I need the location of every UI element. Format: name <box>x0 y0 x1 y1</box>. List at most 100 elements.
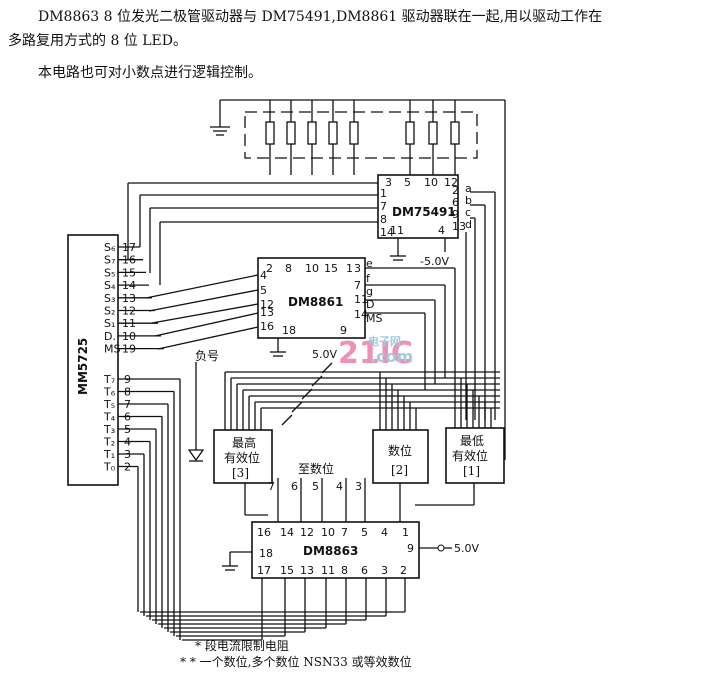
dm75491-pin: 10 <box>424 176 438 189</box>
dm8863-pin: 8 <box>341 564 348 577</box>
mm5725-top-label: S₂ <box>104 305 115 318</box>
mm5725-top-label: S₇ <box>104 254 115 267</box>
dm75491-pin: 14 <box>380 226 394 239</box>
mm5725-bottom-label: T₀ <box>103 461 116 474</box>
digit-number: 5 <box>312 480 319 493</box>
dm8861-seg-label: e <box>366 257 373 270</box>
dm8863-pin: 7 <box>341 526 348 539</box>
resistor <box>349 121 359 145</box>
resistor <box>328 121 338 145</box>
digit-box-lsd <box>445 427 505 484</box>
dm8861-pin: 12 <box>260 298 274 311</box>
negative-sign-diode <box>187 362 205 462</box>
dm75491-pin: 9 <box>452 208 459 221</box>
dm8861-pin: 10 <box>305 262 319 275</box>
segment-bus <box>224 267 500 430</box>
dm75491-pin: 13 <box>452 220 466 233</box>
dm8861-pin: 3 <box>354 262 361 275</box>
mm5725-bottom-label: T₁ <box>103 448 115 461</box>
mm5725-label: MM5725 <box>76 338 90 395</box>
digit-mid-index: [2] <box>391 463 408 477</box>
mm5725-top-label: S₄ <box>104 279 116 292</box>
mm5725-bottom-label: T₃ <box>103 423 115 436</box>
dm8861-pin: 9 <box>340 324 347 337</box>
dm8861-seg-label: D <box>366 298 374 311</box>
digit-number: 4 <box>336 480 343 493</box>
dm75491-pin: 8 <box>380 213 387 226</box>
dm75491-seg-label: a <box>465 182 472 195</box>
mm5725-top-label: S₅ <box>104 266 115 279</box>
resistor <box>428 121 438 145</box>
dm8863-pin-9: 9 <box>407 542 414 555</box>
digit-lsd-sub: 有效位 <box>452 448 488 463</box>
voltage-8863: 5.0V <box>454 542 479 555</box>
dm75491-pin: 7 <box>380 200 387 213</box>
mm5725-top-label: S₃ <box>104 292 115 305</box>
dm75491-seg-label: d <box>465 218 472 231</box>
dm8863-chip <box>251 521 420 579</box>
dm8863-wiring <box>140 578 406 641</box>
resistor <box>405 121 415 145</box>
dm75491-chip <box>377 174 459 239</box>
dm75491-pin: 12 <box>444 176 458 189</box>
resistor <box>450 121 460 145</box>
mm5725-top-label: MS <box>104 343 120 356</box>
digit-mid-title: 数位 <box>388 443 412 458</box>
intro-line-1: DM8863 8 位发光二极管驱动器与 DM75491,DM8861 驱动器联在… <box>38 9 603 25</box>
mm5725-top-label: D. <box>104 330 116 343</box>
dm8863-pin: 3 <box>381 564 388 577</box>
to-digits-label: 至数位 <box>298 461 334 476</box>
dm8861-pin: 1 <box>346 262 353 275</box>
voltage-8861: 5.0V <box>312 348 337 361</box>
dm8863-pin: 12 <box>300 526 314 539</box>
dm8863-pin: 4 <box>381 526 388 539</box>
digit-number: 3 <box>355 480 362 493</box>
intro-line-3: 本电路也可对小数点进行逻辑控制。 <box>38 65 262 81</box>
digit-msd-index: [3] <box>232 466 249 480</box>
dm8861-label: DM8861 <box>288 295 343 309</box>
dm8863-label: DM8863 <box>303 544 358 558</box>
dm8863-pin: 15 <box>280 564 294 577</box>
dm75491-pin: 2 <box>452 184 459 197</box>
dm8861-pin: 7 <box>354 279 361 292</box>
dm8863-pin: 6 <box>361 564 368 577</box>
digit-msd-sub: 有效位 <box>224 450 260 465</box>
digit-number: 6 <box>291 480 298 493</box>
dm8861-pin: 16 <box>260 320 274 333</box>
digit-msd-title: 最高 <box>232 435 256 450</box>
mm5725-wiring <box>118 180 506 640</box>
watermark-big: 21IC <box>338 336 413 371</box>
dm75491-seg-label: b <box>465 194 472 207</box>
negative-label: 负号 <box>195 349 219 363</box>
dm8861-seg-label: MS <box>366 312 382 325</box>
dm8863-pin: 13 <box>300 564 314 577</box>
dm8861-pin: 18 <box>282 324 296 337</box>
dm8863-pin: 11 <box>321 564 335 577</box>
resistor <box>265 121 275 145</box>
dm8863-pin: 10 <box>321 526 335 539</box>
dm75491-label: DM75491 <box>392 205 456 219</box>
dm75491-pin: 5 <box>404 176 411 189</box>
dm8863-pin: 14 <box>280 526 294 539</box>
watermark-small: 电子网 <box>368 334 401 348</box>
dm8861-pin: 14 <box>354 308 368 321</box>
digit-lsd-title: 最低 <box>460 434 484 448</box>
footnote-1: * 段电流限制电阻 <box>195 638 289 653</box>
footnote-2: * * 一个数位,多个数位 NSN33 或等效数位 <box>180 654 412 669</box>
segment-resistors <box>265 100 460 175</box>
dm8861-pin: 4 <box>260 269 267 282</box>
mm5725-bottom-label: T₆ <box>103 386 116 399</box>
dm8863-pin: 17 <box>257 564 271 577</box>
dm75491-pin: 3 <box>385 176 392 189</box>
mm5725-bottom-label: T₄ <box>103 411 116 424</box>
dm8861-pin: 5 <box>260 284 267 297</box>
dm8861-pin: 2 <box>266 262 273 275</box>
dm75491-seg-label: c <box>465 206 471 219</box>
dm8861-seg-label: f <box>366 272 371 285</box>
voltage-75491: -5.0V <box>420 255 449 268</box>
watermark: 21IC 电子网 .com <box>338 334 413 371</box>
digit-number: 7 <box>268 480 275 493</box>
dm8863-pin: 1 <box>402 526 409 539</box>
